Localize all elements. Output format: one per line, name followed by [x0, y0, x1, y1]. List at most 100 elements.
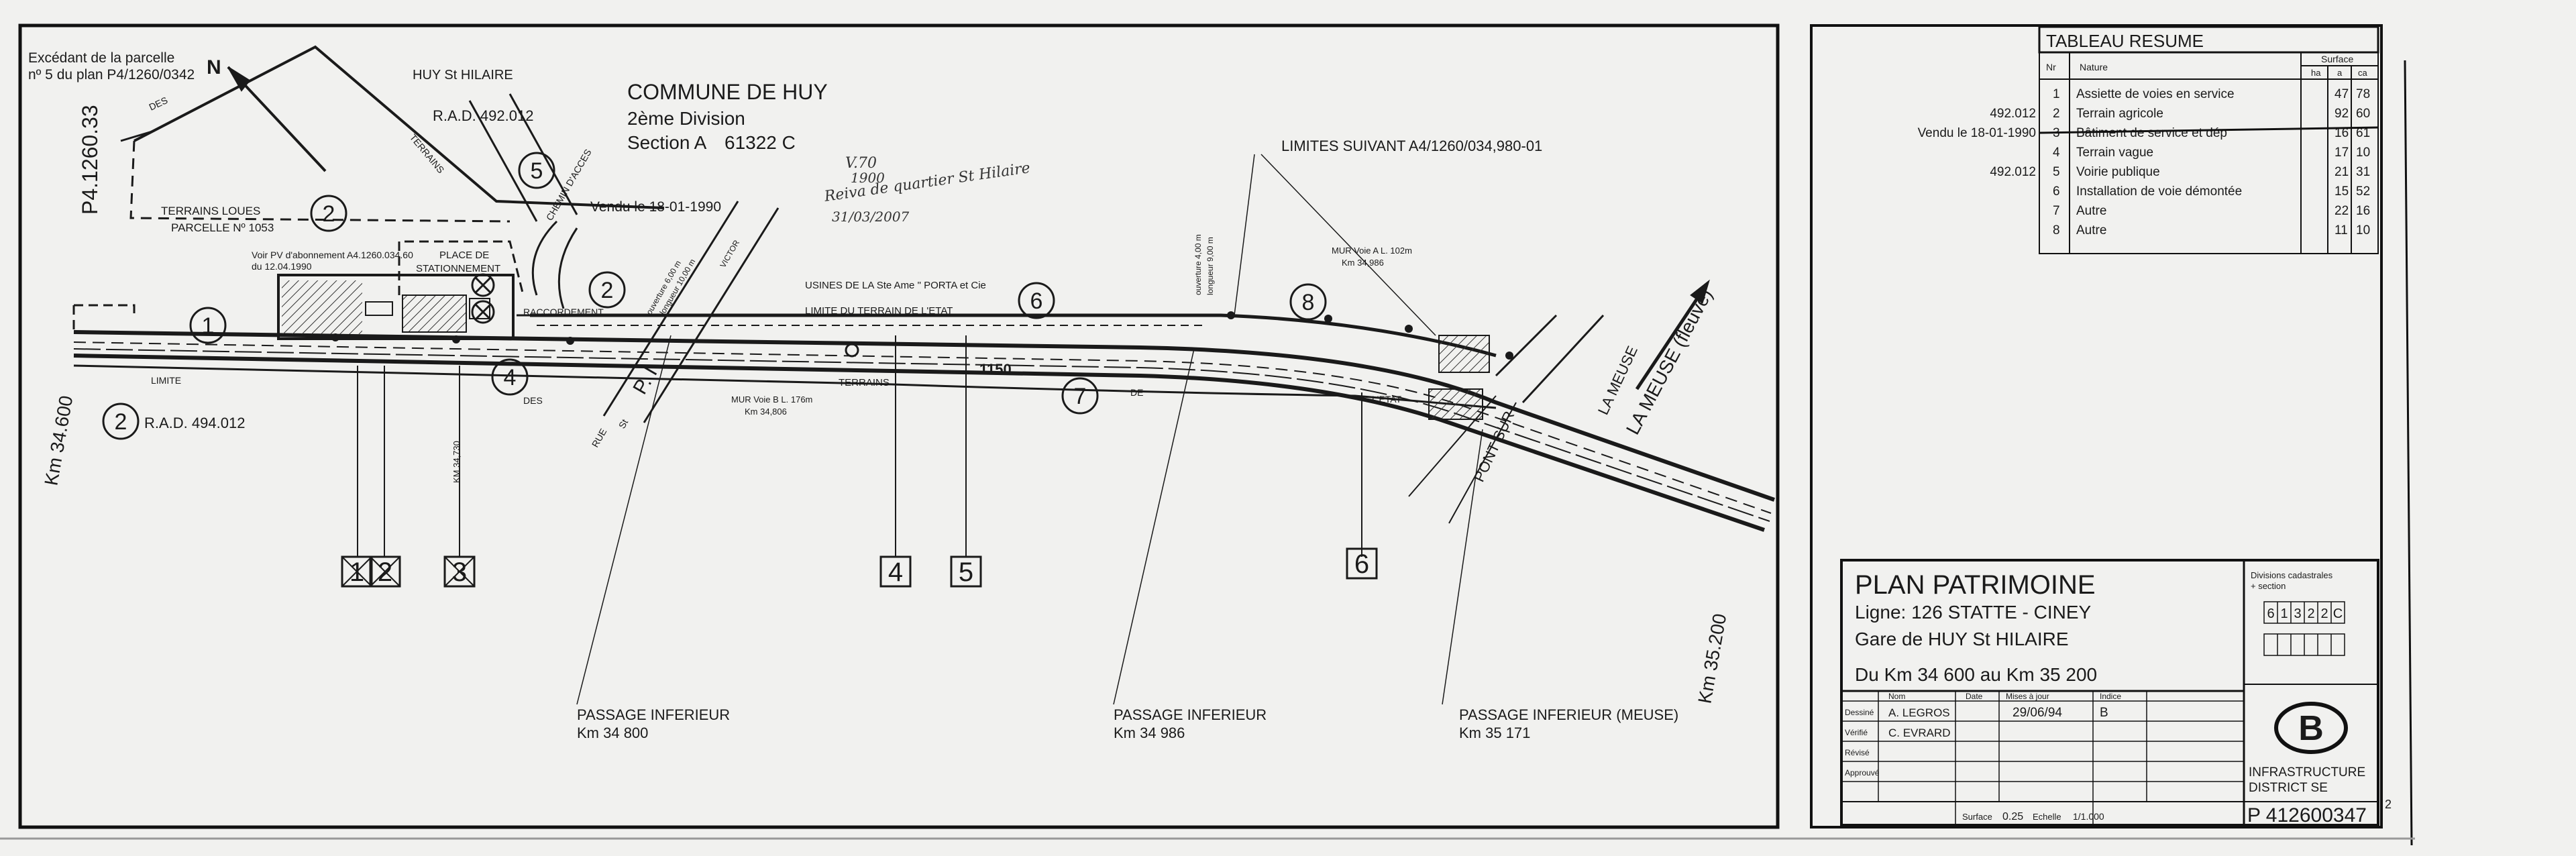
surface-label: Surface	[1962, 812, 1992, 822]
small-building	[365, 301, 393, 316]
parcel-circle-8: 8	[1289, 283, 1327, 321]
cartouche: PLAN PATRIMOINE Ligne: 126 STATTE - CINE…	[1840, 559, 2392, 826]
svg-text:Bâtiment de service et dép: Bâtiment de service et dép	[2076, 126, 2227, 140]
svg-text:5: 5	[959, 557, 973, 587]
row-approuve: Approuvé	[1845, 768, 1880, 778]
mur-b-line-1: MUR Voie B L. 176m	[731, 394, 812, 405]
sheet-edge	[2404, 60, 2413, 846]
row-3-strikethrough	[2039, 126, 2379, 134]
maj-date: 29/06/94	[2012, 706, 2062, 720]
handwritten-note-2: 1900	[851, 170, 885, 186]
svg-text:1: 1	[2280, 606, 2288, 621]
cartouche-gare: Gare de HUY St HILAIRE	[1855, 629, 2069, 649]
infra-line-1: INFRASTRUCTURE	[2249, 765, 2365, 780]
col-indice: Indice	[2100, 692, 2121, 701]
svg-text:11: 11	[2334, 223, 2348, 237]
svg-text:1: 1	[350, 557, 364, 587]
excedent-line-2: nº 5 du plan P4/1260/0342	[28, 67, 195, 83]
place-line-1: PLACE DE	[439, 250, 489, 261]
parcel-triangle-top	[133, 45, 665, 209]
railway-map	[72, 45, 1775, 705]
division-label: 2ème Division	[627, 108, 745, 129]
svg-text:1: 1	[202, 313, 215, 339]
building-hatch	[402, 295, 467, 333]
plan-number: P 412600347	[2247, 804, 2367, 826]
limites-suivant-label: LIMITES SUIVANT A4/1260/034,980-01	[1281, 138, 1542, 154]
plan-ref-label: P4.1260.33	[78, 105, 102, 215]
svg-text:Autre: Autre	[2076, 223, 2106, 237]
surface-value: 0.25	[2002, 811, 2023, 822]
svg-text:492.012: 492.012	[1990, 165, 2036, 179]
place-line-2: STATIONNEMENT	[416, 263, 500, 274]
raccordement-label: RACCORDEMENT	[523, 307, 604, 317]
parcel-dashed-left	[72, 304, 136, 332]
cartouche-km-range: Du Km 34 600 au Km 35 200	[1855, 664, 2097, 685]
svg-text:8: 8	[1302, 290, 1315, 315]
svg-text:7: 7	[1074, 384, 1087, 409]
passage-1-label: PASSAGE INFERIEUR	[577, 706, 730, 723]
section-number-label: 61322 C	[724, 132, 796, 153]
de-mid-label: DE	[1130, 387, 1143, 398]
passage-leaders	[576, 335, 1483, 705]
mur-a-line-2: Km 34,986	[1342, 258, 1384, 268]
boxed-marker-3: 3	[443, 555, 476, 588]
logo-letter: B	[2298, 709, 2324, 748]
col-nature: Nature	[2080, 62, 2108, 72]
rue-st-victor	[602, 201, 780, 423]
left-arrow	[120, 129, 155, 142]
row-revise: Révisé	[1845, 748, 1870, 757]
svg-text:C: C	[2333, 606, 2343, 621]
parcelle-label: PARCELLE Nº 1053	[171, 221, 274, 234]
station-block	[277, 274, 515, 340]
division-code-boxes: 6 1 3 2 2 C	[2263, 601, 2345, 656]
terrains-loues-label: TERRAINS LOUES	[161, 205, 260, 217]
north-arrow-head	[227, 66, 251, 92]
handwritten-note-1: V.70	[845, 155, 877, 172]
divisions-label: Divisions cadastrales	[2251, 570, 2333, 580]
svg-text:3: 3	[2294, 606, 2301, 621]
x-marker-box	[469, 298, 490, 319]
svg-text:492.012: 492.012	[1990, 107, 2036, 121]
track-boundary-lower	[73, 354, 1765, 532]
boxed-marker-5: 5	[950, 555, 982, 588]
passage-2-label: PASSAGE INFERIEUR	[1114, 706, 1267, 723]
voir-pv-line-1: Voir PV d'abonnement A4.1260.034.60	[252, 250, 413, 260]
svg-text:47: 47	[2334, 87, 2349, 101]
svg-text:Voirie publique: Voirie publique	[2076, 165, 2160, 179]
sheet-number: 2	[2385, 798, 2392, 811]
svg-text:3: 3	[452, 557, 467, 587]
svg-text:61: 61	[2356, 126, 2370, 140]
sncb-logo: B	[2274, 702, 2348, 754]
passage-1-km: Km 34 800	[577, 725, 648, 741]
meuse-flow-arrow	[1635, 287, 1706, 390]
map-text: Excédant de la parcelle nº 5 du plan P4/…	[28, 50, 1730, 741]
col-a: a	[2337, 68, 2343, 78]
parcel-circle-7: 7	[1061, 377, 1099, 415]
north-label: N	[207, 56, 221, 78]
svg-text:4: 4	[504, 365, 517, 390]
svg-text:4: 4	[888, 557, 903, 587]
svg-text:17: 17	[2334, 146, 2349, 160]
cartouche-grid	[1840, 559, 2379, 826]
crossed-circle-markers	[471, 273, 495, 324]
number-1150-label: 1150	[979, 361, 1012, 378]
row-dessine: Dessiné	[1845, 708, 1874, 717]
mur-a-line-1: MUR Voie A L. 102m	[1332, 246, 1412, 256]
parcel-circle-1: 1	[189, 307, 227, 344]
parcel-circle-5: 5	[518, 152, 555, 189]
svg-text:5: 5	[2053, 165, 2060, 179]
limite-left-label: LIMITE	[151, 375, 181, 386]
parcel-circle-2c: 2	[588, 271, 626, 309]
parcel-circle-2a: 2	[310, 195, 347, 232]
svg-text:2: 2	[115, 409, 127, 435]
svg-text:6: 6	[2053, 184, 2060, 199]
etat-label: L'ETAT	[1372, 394, 1402, 405]
raccordement-curves	[531, 220, 578, 309]
cartouche-title: PLAN PATRIMOINE	[1855, 570, 2096, 600]
boxed-marker-4: 4	[879, 555, 912, 588]
parcel-triangle-dashed	[129, 140, 511, 223]
